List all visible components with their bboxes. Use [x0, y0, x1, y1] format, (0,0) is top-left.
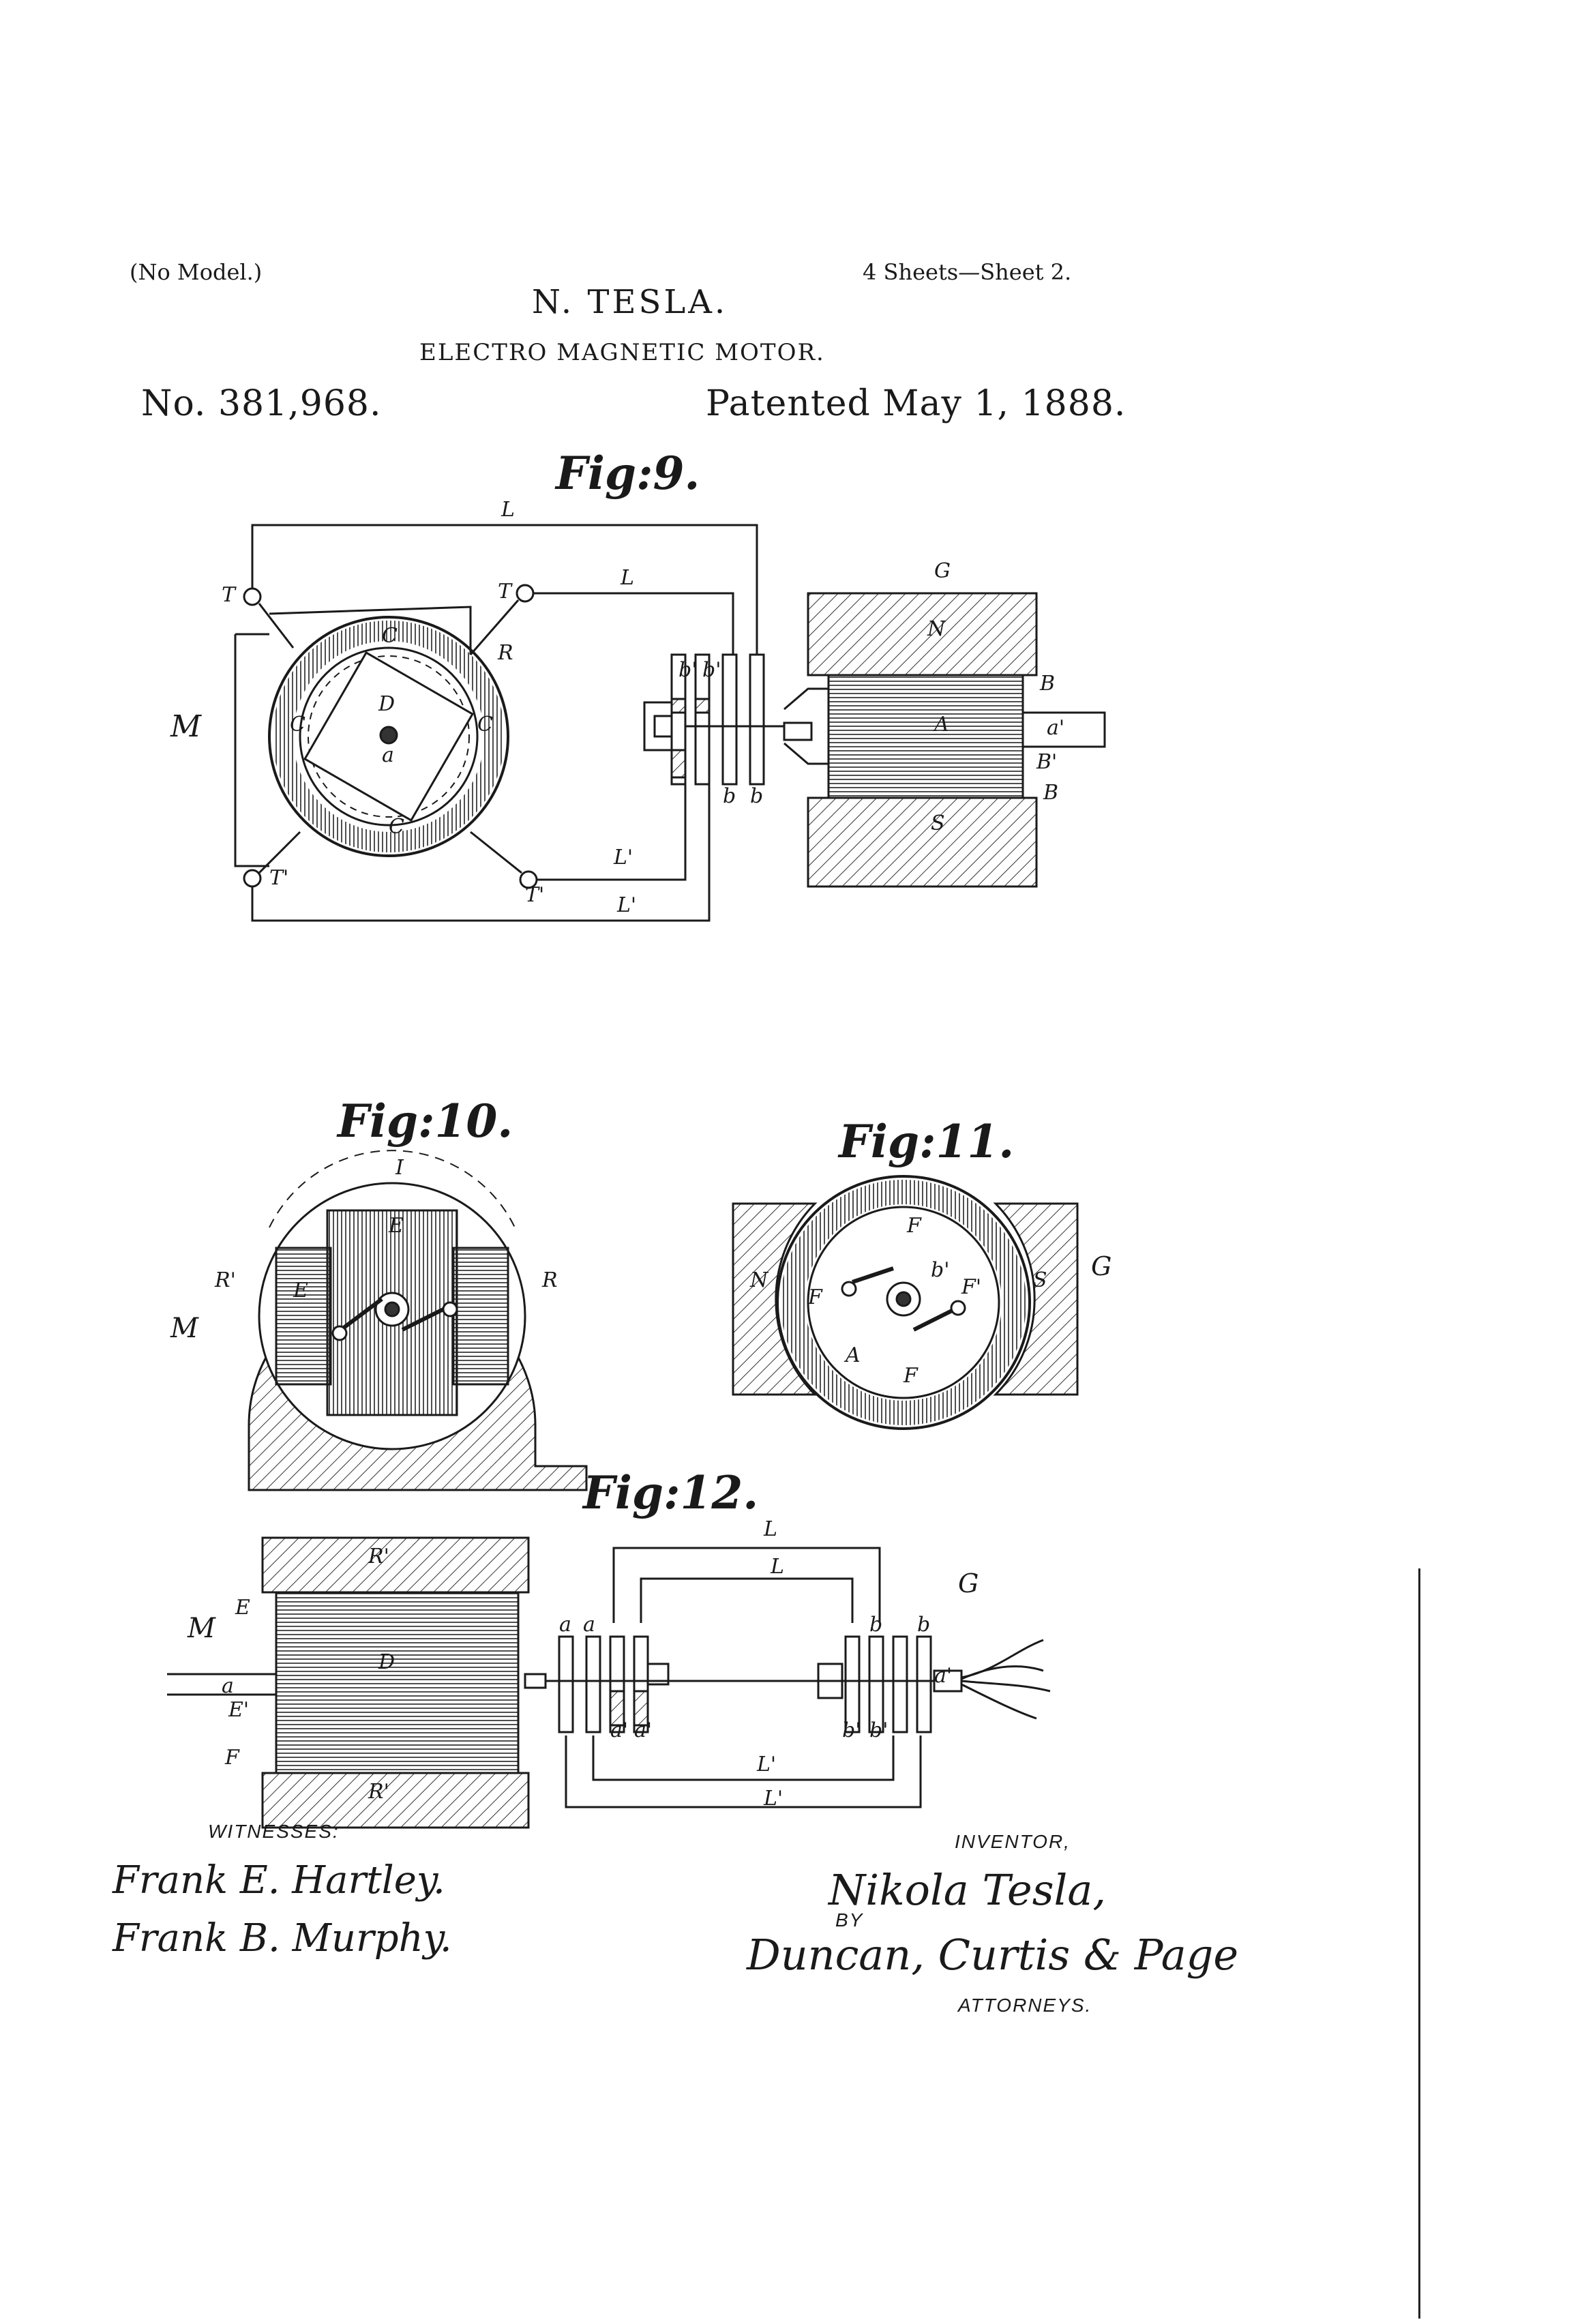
- fig12-label-a-prime-right: a': [934, 1664, 953, 1688]
- fig10-label-M: M: [170, 1313, 198, 1344]
- fig10-label-E-left: E: [293, 1279, 308, 1302]
- fig9-label-b-2: b: [750, 784, 764, 808]
- fig12-label-L-prime-outer: L': [764, 1787, 783, 1811]
- figure-12-drawing: [167, 1536, 1051, 1829]
- fig9-label-B-top: B: [1040, 672, 1056, 696]
- fig9-label-b-prime-2: b': [702, 658, 721, 682]
- patent-number: No. 381,968.: [141, 383, 382, 424]
- fig9-label-T-prime-right: T': [525, 883, 545, 907]
- fig11-label-F-left: F: [808, 1285, 822, 1309]
- fig12-label-R-prime-top: R': [368, 1545, 389, 1568]
- fig12-label-a-1: a: [559, 1613, 571, 1637]
- inventor-signature: Nikola Tesla,: [829, 1865, 1107, 1915]
- fig9-label-G: G: [934, 559, 951, 583]
- fig11-label-b-prime: b': [931, 1258, 950, 1282]
- fig12-label-G: G: [958, 1568, 979, 1598]
- fig9-label-T-right: T: [498, 580, 512, 604]
- fig10-label-R-prime: R': [215, 1268, 236, 1292]
- figure-10-drawing: [248, 1150, 588, 1491]
- fig11-label-S: S: [1033, 1268, 1047, 1292]
- fig9-label-b-prime-1: b': [678, 658, 698, 682]
- witness-signature-1: Frank E. Hartley.: [113, 1858, 445, 1903]
- fig12-label-b-prime-1: b': [842, 1718, 861, 1742]
- fig9-label-C-top: C: [382, 624, 398, 648]
- figure-10-title: Fig:10.: [338, 1094, 513, 1148]
- model-note: (No Model.): [130, 259, 263, 285]
- fig12-label-b-1: b: [869, 1613, 883, 1637]
- figure-9-title: Fig:9.: [556, 447, 700, 500]
- fig12-label-M: M: [188, 1613, 215, 1644]
- witness-signature-2: Frank B. Murphy.: [113, 1916, 452, 1961]
- fig12-label-a-2: a: [583, 1613, 595, 1637]
- fig9-label-C-bottom: C: [389, 815, 404, 839]
- fig12-label-E-top: E: [235, 1596, 250, 1620]
- figure-9-drawing: [234, 524, 1106, 922]
- fig10-label-E: E: [389, 1214, 404, 1238]
- patent-title: ELECTRO MAGNETIC MOTOR.: [419, 339, 825, 366]
- fig12-label-a: a: [222, 1674, 234, 1698]
- fig12-label-L-outer: L: [764, 1517, 777, 1541]
- sheet-count: 4 Sheets—Sheet 2.: [863, 259, 1072, 285]
- fig11-label-N: N: [750, 1268, 768, 1292]
- fig12-label-E-prime: E': [228, 1698, 250, 1722]
- fig12-label-D: D: [378, 1650, 395, 1674]
- fig11-label-F-top: F: [907, 1214, 921, 1238]
- fig9-label-T: T: [222, 583, 236, 607]
- fig9-label-S: S: [931, 811, 945, 835]
- fig9-label-L-prime-inner: L': [614, 846, 633, 869]
- margin-rule: [1418, 1568, 1420, 2319]
- fig9-label-L-prime: L': [617, 893, 637, 917]
- fig9-label-C-right: C: [477, 713, 493, 736]
- fig12-label-L-inner: L: [771, 1555, 784, 1579]
- fig9-label-L-inner: L: [621, 566, 634, 590]
- fig9-label-a-prime: a': [1047, 716, 1065, 740]
- fig12-label-b-2: b: [917, 1613, 931, 1637]
- fig9-label-B-prime: B': [1036, 750, 1058, 774]
- fig9-label-N: N: [927, 617, 946, 641]
- fig11-label-G: G: [1091, 1251, 1112, 1281]
- attorneys-signature: Duncan, Curtis & Page: [747, 1930, 1239, 1980]
- fig11-label-F-prime: F': [961, 1275, 982, 1299]
- figure-11-title: Fig:11.: [839, 1115, 1015, 1168]
- fig9-label-M: M: [170, 709, 202, 744]
- fig9-label-L: L: [501, 498, 515, 522]
- fig10-label-I: I: [395, 1156, 404, 1180]
- patent-date: Patented May 1, 1888.: [706, 383, 1126, 424]
- fig9-label-a: a: [382, 743, 394, 767]
- fig12-label-L-prime-inner: L': [757, 1753, 777, 1776]
- fig11-label-A: A: [846, 1343, 861, 1367]
- fig12-label-a-prime-1: a': [610, 1718, 629, 1742]
- fig9-label-A: A: [934, 713, 949, 736]
- fig9-label-T-prime: T': [269, 866, 289, 890]
- fig12-label-a-prime-2: a': [634, 1718, 653, 1742]
- fig10-label-R: R: [542, 1268, 558, 1292]
- inventor-label: INVENTOR,: [955, 1831, 1071, 1852]
- witnesses-label: WITNESSES:: [208, 1821, 340, 1842]
- fig12-label-F: F: [225, 1746, 239, 1770]
- fig12-label-R-prime-bottom: R': [368, 1780, 389, 1804]
- figure-11-drawing: [732, 1175, 1079, 1430]
- fig9-label-C-left: C: [290, 713, 305, 736]
- inventor-name: N. TESLA.: [532, 283, 728, 321]
- by-label: BY: [835, 1909, 864, 1931]
- fig9-label-B-bottom: B: [1043, 781, 1059, 805]
- fig9-label-D: D: [378, 692, 395, 716]
- figure-12-title: Fig:12.: [583, 1466, 759, 1519]
- fig11-label-F-bottom: F: [904, 1364, 918, 1388]
- fig12-label-b-prime-2: b': [869, 1718, 889, 1742]
- fig9-label-R: R: [498, 641, 513, 665]
- attorneys-label: ATTORNEYS.: [958, 1995, 1092, 2016]
- fig9-label-b-1: b: [723, 784, 736, 808]
